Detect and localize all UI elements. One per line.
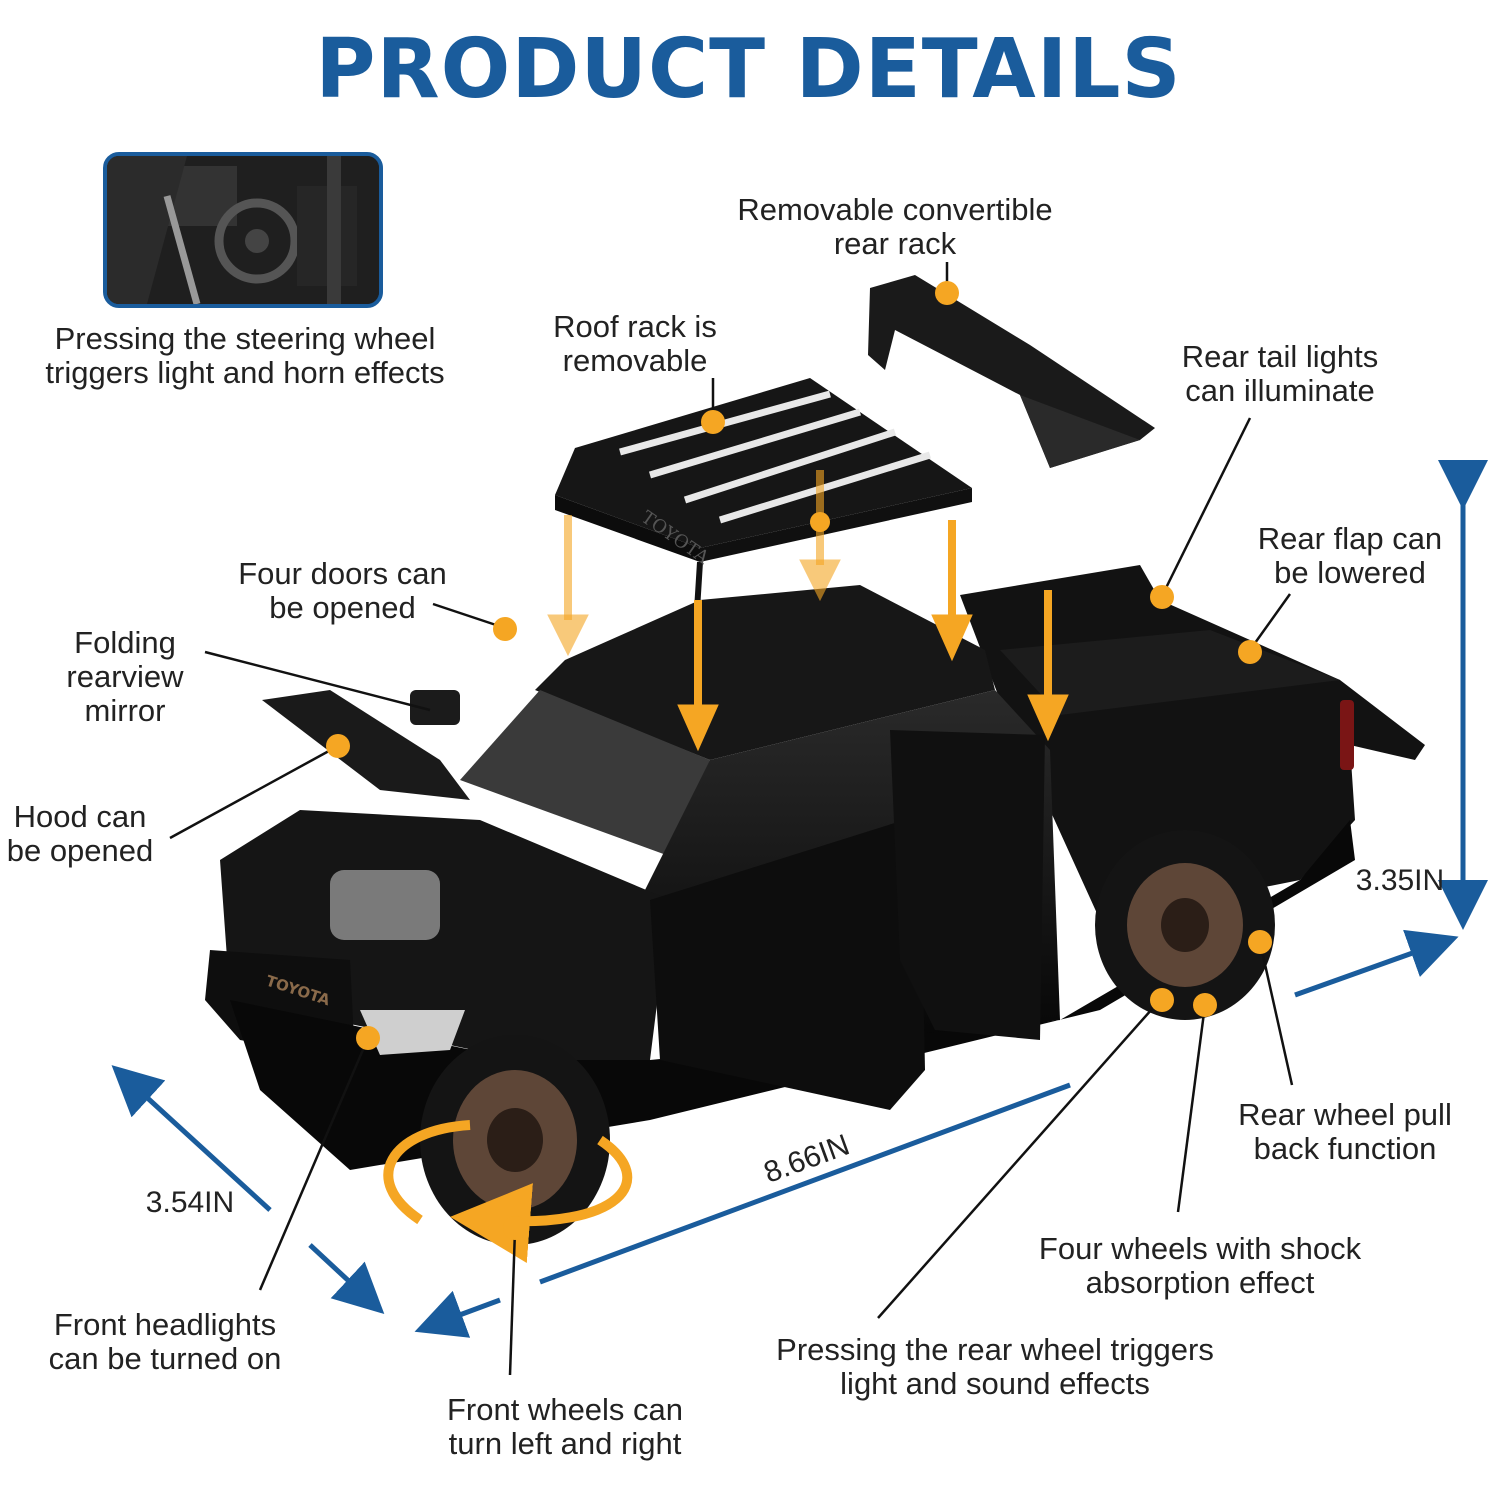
rear-wheel [1095,830,1275,1020]
label-doors: Four doors can be opened [238,556,447,625]
label-headlights: Front headlights can be turned on [48,1307,282,1376]
steering-wheel-icon [107,156,379,304]
label-rear-flap: Rear flap can be lowered [1257,521,1443,590]
label-steering-wheel: Pressing the steering wheel triggers lig… [45,321,445,390]
interior-inset-photo [103,152,383,308]
label-mirror: Folding rearview mirror [66,625,184,728]
label-rear-rack: Removable convertible rear rack [737,192,1053,261]
label-roof-rack: Roof rack is removable [553,309,717,378]
label-rear-wheel-pull: Rear wheel pull back function [1238,1097,1452,1166]
rear-rack [868,275,1155,468]
height-dimension: 3.35IN [1356,864,1444,897]
label-tail-lights: Rear tail lights can illuminate [1181,339,1379,408]
dimension-arrows [111,460,1488,1338]
turn-arrow-icon [383,1120,633,1221]
callout-dots [326,281,1272,1240]
width-dimension: 3.54IN [146,1186,234,1219]
label-shock: Four wheels with shock absorption effect [1038,1231,1362,1300]
label-rear-wheel-trigger: Pressing the rear wheel triggers light a… [776,1332,1214,1401]
roof-rack [555,378,972,611]
page-title: PRODUCT DETAILS [315,22,1182,117]
label-front-wheels: Front wheels can turn left and right [446,1392,684,1461]
assembly-arrows [547,470,1069,752]
callout-lines [169,262,1294,1376]
label-hood: Hood can be opened [6,799,154,868]
